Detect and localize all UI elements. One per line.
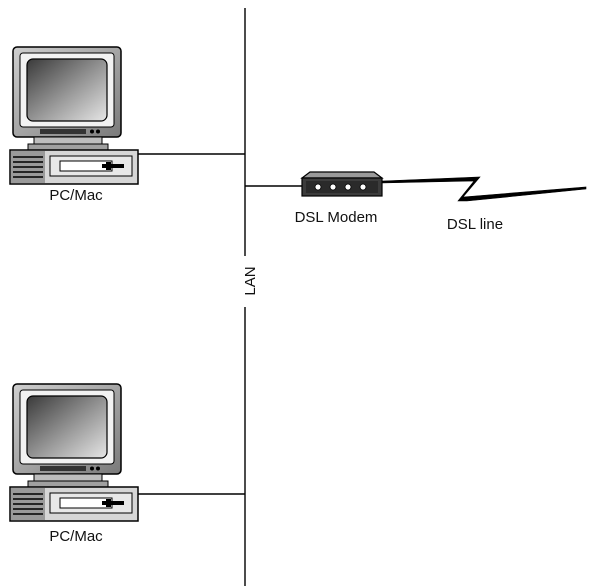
computer-bottom [9, 383, 139, 522]
dsl-line-label: DSL line [447, 216, 503, 233]
lan-label: LAN [242, 266, 259, 295]
dsl-modem: DSL Modem [295, 171, 384, 226]
computer-top [9, 46, 139, 185]
desktop-computer-icon [9, 383, 139, 522]
computer-top-label: PC/Mac [49, 187, 103, 204]
computer-bottom-label: PC/Mac [49, 528, 103, 545]
desktop-computer-icon [9, 46, 139, 185]
lightning-bolt-icon [381, 176, 587, 202]
dsl-modem-label: DSL Modem [295, 209, 378, 226]
dsl-modem-icon [300, 171, 384, 197]
dsl-line: DSL line [381, 176, 587, 233]
